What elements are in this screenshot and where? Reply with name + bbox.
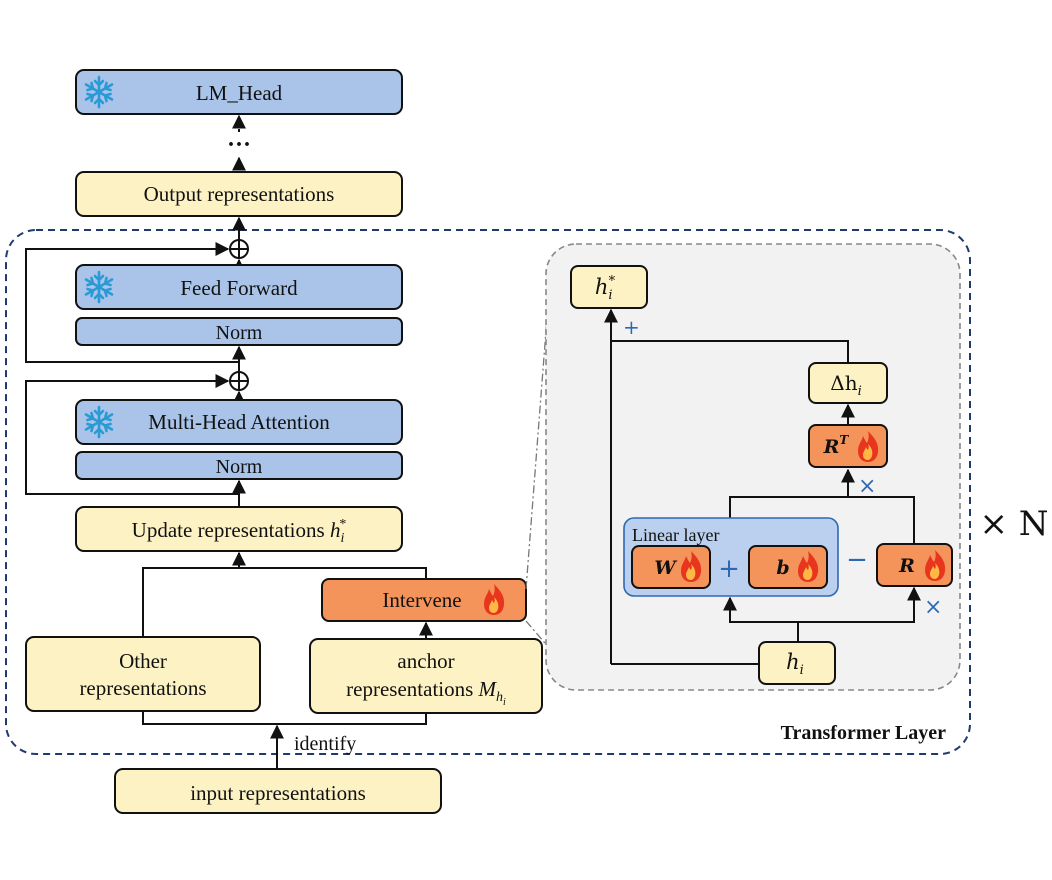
multi-head-attention-block: Multi-Head Attention (75, 399, 403, 445)
other-representations-line2: representations (79, 676, 206, 700)
r-projection-block: R (876, 543, 953, 587)
transformer-layer-label: Transformer Layer (781, 722, 946, 744)
plus-mid-operator: + (718, 554, 740, 584)
plus-top-operator: + (623, 315, 640, 339)
r-transpose-block: RT (808, 424, 888, 468)
other-representations-line1: Other (119, 649, 167, 673)
minus-operator: − (846, 545, 868, 575)
anchor-line1: anchor (397, 649, 454, 673)
hi-to-r-line (798, 586, 921, 623)
delta-h-block: Δhi (808, 362, 888, 404)
attention-label: Multi-Head Attention (148, 410, 330, 434)
w-label: W (654, 557, 677, 579)
norm-bottom-block: Norm (75, 451, 403, 480)
intervene-label: Intervene (382, 588, 461, 612)
update-representations-block: Update representations hi* (75, 506, 403, 552)
norm-top-label: Norm (216, 322, 263, 344)
other-representations-block: Other representations (25, 636, 261, 712)
feed-forward-label: Feed Forward (180, 276, 298, 300)
norm-top-block: Norm (75, 317, 403, 346)
repeat-n-label: × N (979, 504, 1048, 544)
anchor-representations-block: anchor representations Mhi (309, 638, 543, 714)
times-bottom-operator: × (924, 595, 942, 620)
update-representations-label: Update representations hi* (132, 517, 347, 546)
norm-bottom-label: Norm (216, 456, 263, 478)
identify-label: identify (294, 733, 356, 755)
output-representations-block: Output representations (75, 171, 403, 217)
r-transpose-label: RT (823, 433, 850, 458)
residual-add-bottom (229, 371, 249, 391)
delta-to-residual-line (611, 340, 849, 362)
b-label: b (776, 557, 789, 579)
h-star-block: hi* (570, 265, 648, 309)
delta-h-label: Δhi (830, 371, 862, 399)
merge-line (142, 567, 427, 636)
h-i-block: hi (758, 641, 836, 685)
times-top-operator: × (858, 474, 876, 499)
input-representations-block: input representations (114, 768, 442, 814)
intervene-block: Intervene (321, 578, 527, 622)
b-bias-block: b (748, 545, 828, 589)
residual-add-top (229, 239, 249, 259)
hi-to-linear-line (723, 596, 799, 641)
lm-head-label: LM_Head (196, 81, 283, 105)
zoom-connector-top (525, 304, 549, 590)
feed-forward-block: Feed Forward (75, 264, 403, 310)
w-weight-block: W (631, 545, 711, 589)
difference-merge-line (729, 496, 915, 543)
intervention-detail-panel (545, 243, 961, 691)
linear-layer-label: Linear layer (632, 525, 719, 545)
input-representations-label: input representations (190, 781, 366, 805)
output-representations-label: Output representations (144, 182, 335, 206)
lm-head-block: LM_Head (75, 69, 403, 115)
r-label: R (898, 555, 915, 577)
transformer-layer-border (5, 229, 971, 755)
linear-layer-block: Linear layer W + b (623, 517, 839, 597)
ellipsis: ··· (227, 132, 251, 158)
anchor-line2: representations Mhi (346, 677, 506, 708)
split-line (142, 711, 427, 725)
h-i-label: hi (786, 650, 804, 678)
h-star-label: hi* (595, 274, 616, 303)
